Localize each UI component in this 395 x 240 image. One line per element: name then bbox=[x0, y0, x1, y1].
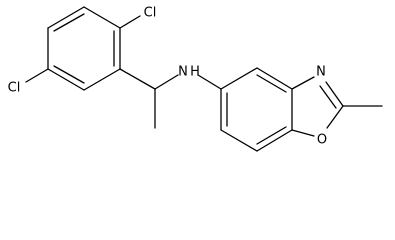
benzoxazole-benzene-ring bbox=[220, 67, 293, 152]
amine-nitrogen-atom: N bbox=[178, 65, 188, 80]
ring-bond bbox=[83, 68, 121, 91]
ring-bond bbox=[256, 67, 293, 90]
chlorine-atom-top: Cl bbox=[144, 6, 157, 21]
oxazole-nitrogen-atom: N bbox=[316, 65, 326, 80]
chlorine-atom-bottom: Cl bbox=[8, 81, 21, 96]
oxazole-ring bbox=[291, 76, 344, 137]
ring-bond bbox=[220, 129, 258, 152]
aromatic-double-bond bbox=[256, 126, 287, 145]
ring-bond bbox=[326, 105, 344, 129]
aromatic-double-bond bbox=[53, 13, 85, 32]
aromatic-double-bond bbox=[53, 65, 85, 84]
ring-bond bbox=[291, 129, 315, 137]
ring-bond bbox=[47, 68, 85, 91]
ring-bond bbox=[47, 6, 85, 29]
chlorophenyl-ring bbox=[47, 6, 121, 91]
ring-bond bbox=[83, 6, 121, 29]
oxazole-oxygen-atom: O bbox=[317, 133, 327, 148]
aromatic-double-bond bbox=[256, 74, 287, 93]
chlorine-bond-bottom bbox=[25, 68, 49, 83]
ring-bond bbox=[325, 81, 344, 107]
ring-bond bbox=[256, 129, 293, 152]
ring-bond bbox=[220, 67, 258, 90]
amine-to-benzoxazole-bond bbox=[197, 74, 222, 90]
ring-to-chiral-carbon-bond bbox=[119, 68, 156, 90]
aromatic-double-bond bbox=[319, 85, 337, 109]
chiral-carbon-to-amine-bond bbox=[154, 74, 179, 90]
amine-hydrogen-atom: H bbox=[190, 65, 200, 80]
ring-bond bbox=[291, 76, 315, 90]
benzoxazole-structure-diagram: Cl Cl N H N O bbox=[8, 6, 383, 152]
chlorine-bond-top bbox=[119, 15, 141, 29]
